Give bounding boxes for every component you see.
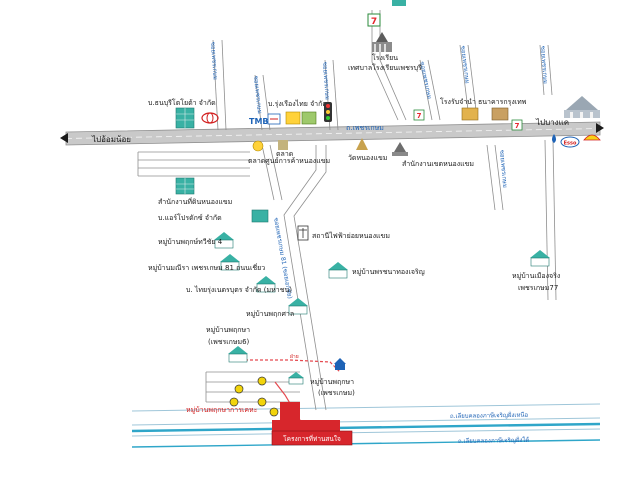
destination-banner: โครงการที่ท่านสนใจ: [271, 402, 353, 446]
shell-logo-icon: [583, 134, 601, 141]
office-right-label: สำนักงานเขตหนองแขม: [402, 160, 474, 168]
market-full-label: ตลาดศูนย์การค้าหนองแขม: [248, 157, 330, 165]
house-icon: [256, 276, 276, 293]
air-products-building: [251, 209, 269, 223]
marker-3[interactable]: [257, 376, 267, 386]
esso-logo-icon: Esso: [560, 136, 580, 148]
wat-label: วัดหนองแขม: [348, 154, 387, 162]
seven-eleven-icon: 7: [511, 119, 523, 131]
palace-icon: [564, 96, 600, 118]
village-f-label: หมู่บ้านพฤกศาล: [246, 310, 294, 318]
soi-right-3-label: ซอยเพชรเกษม: [539, 46, 549, 85]
seven-eleven-icon: 7: [367, 13, 381, 27]
house-icon: [228, 346, 248, 363]
temple-icon: [392, 142, 408, 156]
house-icon: [288, 372, 304, 385]
yellow-markers: [229, 376, 279, 417]
route-mark-label: ฝ่าย: [290, 354, 299, 360]
marker-2[interactable]: [229, 397, 239, 407]
bank-label: ธนาคารกรุงเทพ: [478, 98, 527, 106]
land-office-building: [175, 177, 195, 195]
village-h2-label: (เพชรเกษม): [318, 389, 355, 397]
destination-label: โครงการที่ท่านสนใจ: [283, 434, 341, 443]
village-g-label: หมู่บ้านพฤกษา: [206, 326, 250, 334]
canal-south-label: ถ.เลียบคลองภาษีเจริญฝั่งใต้: [458, 436, 529, 445]
house-icon: [214, 232, 234, 249]
electric-label: สถานีไฟฟ้าย่อยหนองแขม: [312, 231, 390, 240]
village-b-label: หมู่บ้านมณีรา เพชรเกษม 81 ถนนเชี่ยว: [148, 263, 265, 272]
svg-text:Esso: Esso: [564, 141, 577, 147]
village-c-label: หมู่บ้านพรชนาทองเจริญ: [352, 268, 425, 276]
gas-station-icon: [285, 111, 317, 125]
ruangthai-label: บ.รุ่งเรืองไทย จำกัด: [268, 99, 327, 108]
house-icon: [334, 358, 346, 370]
svg-text:7: 7: [515, 122, 520, 130]
village-a-label: หมู่บ้านพฤกษ์ทวีชัย 4: [158, 238, 223, 246]
village-d-label: หมู่บ้านเมืองจริง: [512, 272, 560, 280]
village-target-label: หมู่บ้านพฤกษาการเคหะ: [186, 406, 258, 414]
direction-left-label: ไปอ้อมน้อย: [91, 135, 131, 144]
company-e-label: บ. ไทยรุ่งเนตรบุตร จำกัด (มหาชน): [186, 285, 292, 294]
village-g2-label: (เพชรเกษม6): [208, 338, 250, 346]
water-drop-icon: [552, 134, 556, 143]
school-name-label: เทศบาลโรงเรียนเพชรบุรี: [348, 63, 422, 72]
house-icon: [392, 0, 406, 6]
side-roads: [137, 10, 557, 411]
marker-1[interactable]: [234, 384, 244, 394]
soi-left-2-label: ซอยเพชรเกษม: [252, 75, 263, 114]
village-d2-label: เพชรเกษม77: [518, 284, 558, 292]
school-label: โรงเรียน: [372, 53, 398, 62]
soi-right-4-label: ซอยเพชรเกษม: [498, 150, 508, 189]
house-icon: [288, 298, 308, 315]
canal-north-label: ถ.เลียบคลองภาษีเจริญฝั่งเหนือ: [450, 411, 529, 420]
house-icon: [530, 250, 550, 267]
building-post: [461, 107, 479, 121]
toyota-label: บ.ธนบุรีโตโยต้า จำกัด: [148, 98, 216, 107]
soi-top-1-label: ซอยเพชรเกษม: [321, 62, 331, 101]
ptt-logo-icon: [267, 113, 281, 125]
svg-text:TMB: TMB: [249, 117, 269, 126]
village-h-label: หมู่บ้านพฤกษา: [310, 378, 354, 386]
temple-icon: [372, 32, 392, 52]
direction-left: ไปอ้อมน้อย: [60, 133, 131, 144]
traffic-light-icon: [324, 102, 332, 122]
air-products-label: บ.แอร์โปรดักซ์ จำกัด: [158, 213, 222, 222]
soi-left-1-label: ซอยเพชรเกษม: [209, 42, 219, 81]
svg-text:7: 7: [417, 112, 422, 120]
temple-icon: [356, 138, 368, 150]
post-label: โรงรับจำนำ: [440, 97, 476, 106]
tmb-logo-icon: TMB: [249, 117, 269, 126]
market-label: ตลาด: [276, 150, 293, 158]
marker-5[interactable]: [269, 407, 279, 417]
svg-text:7: 7: [371, 17, 377, 27]
seven-eleven-icon: 7: [413, 109, 425, 121]
direction-right: ไปบางแค: [535, 118, 604, 133]
direction-right-label: ไปบางแค: [535, 118, 569, 127]
land-office-label: สำนักงานที่ดินหนองแขม: [158, 197, 232, 206]
canal: [131, 403, 601, 448]
house-icon: [220, 254, 240, 271]
electric-tower-icon: [297, 225, 309, 241]
toyota-logo-icon: [201, 112, 219, 124]
soi-right-2-label: ซอยเพชรเกษม: [459, 45, 471, 84]
house-icon: [328, 262, 348, 279]
market-icon: [252, 140, 288, 152]
marker-4[interactable]: [257, 397, 267, 407]
toyota-building: [175, 107, 195, 129]
building-bank: [491, 107, 509, 121]
main-road-label: ถ.เพชรเกษม: [346, 124, 384, 132]
